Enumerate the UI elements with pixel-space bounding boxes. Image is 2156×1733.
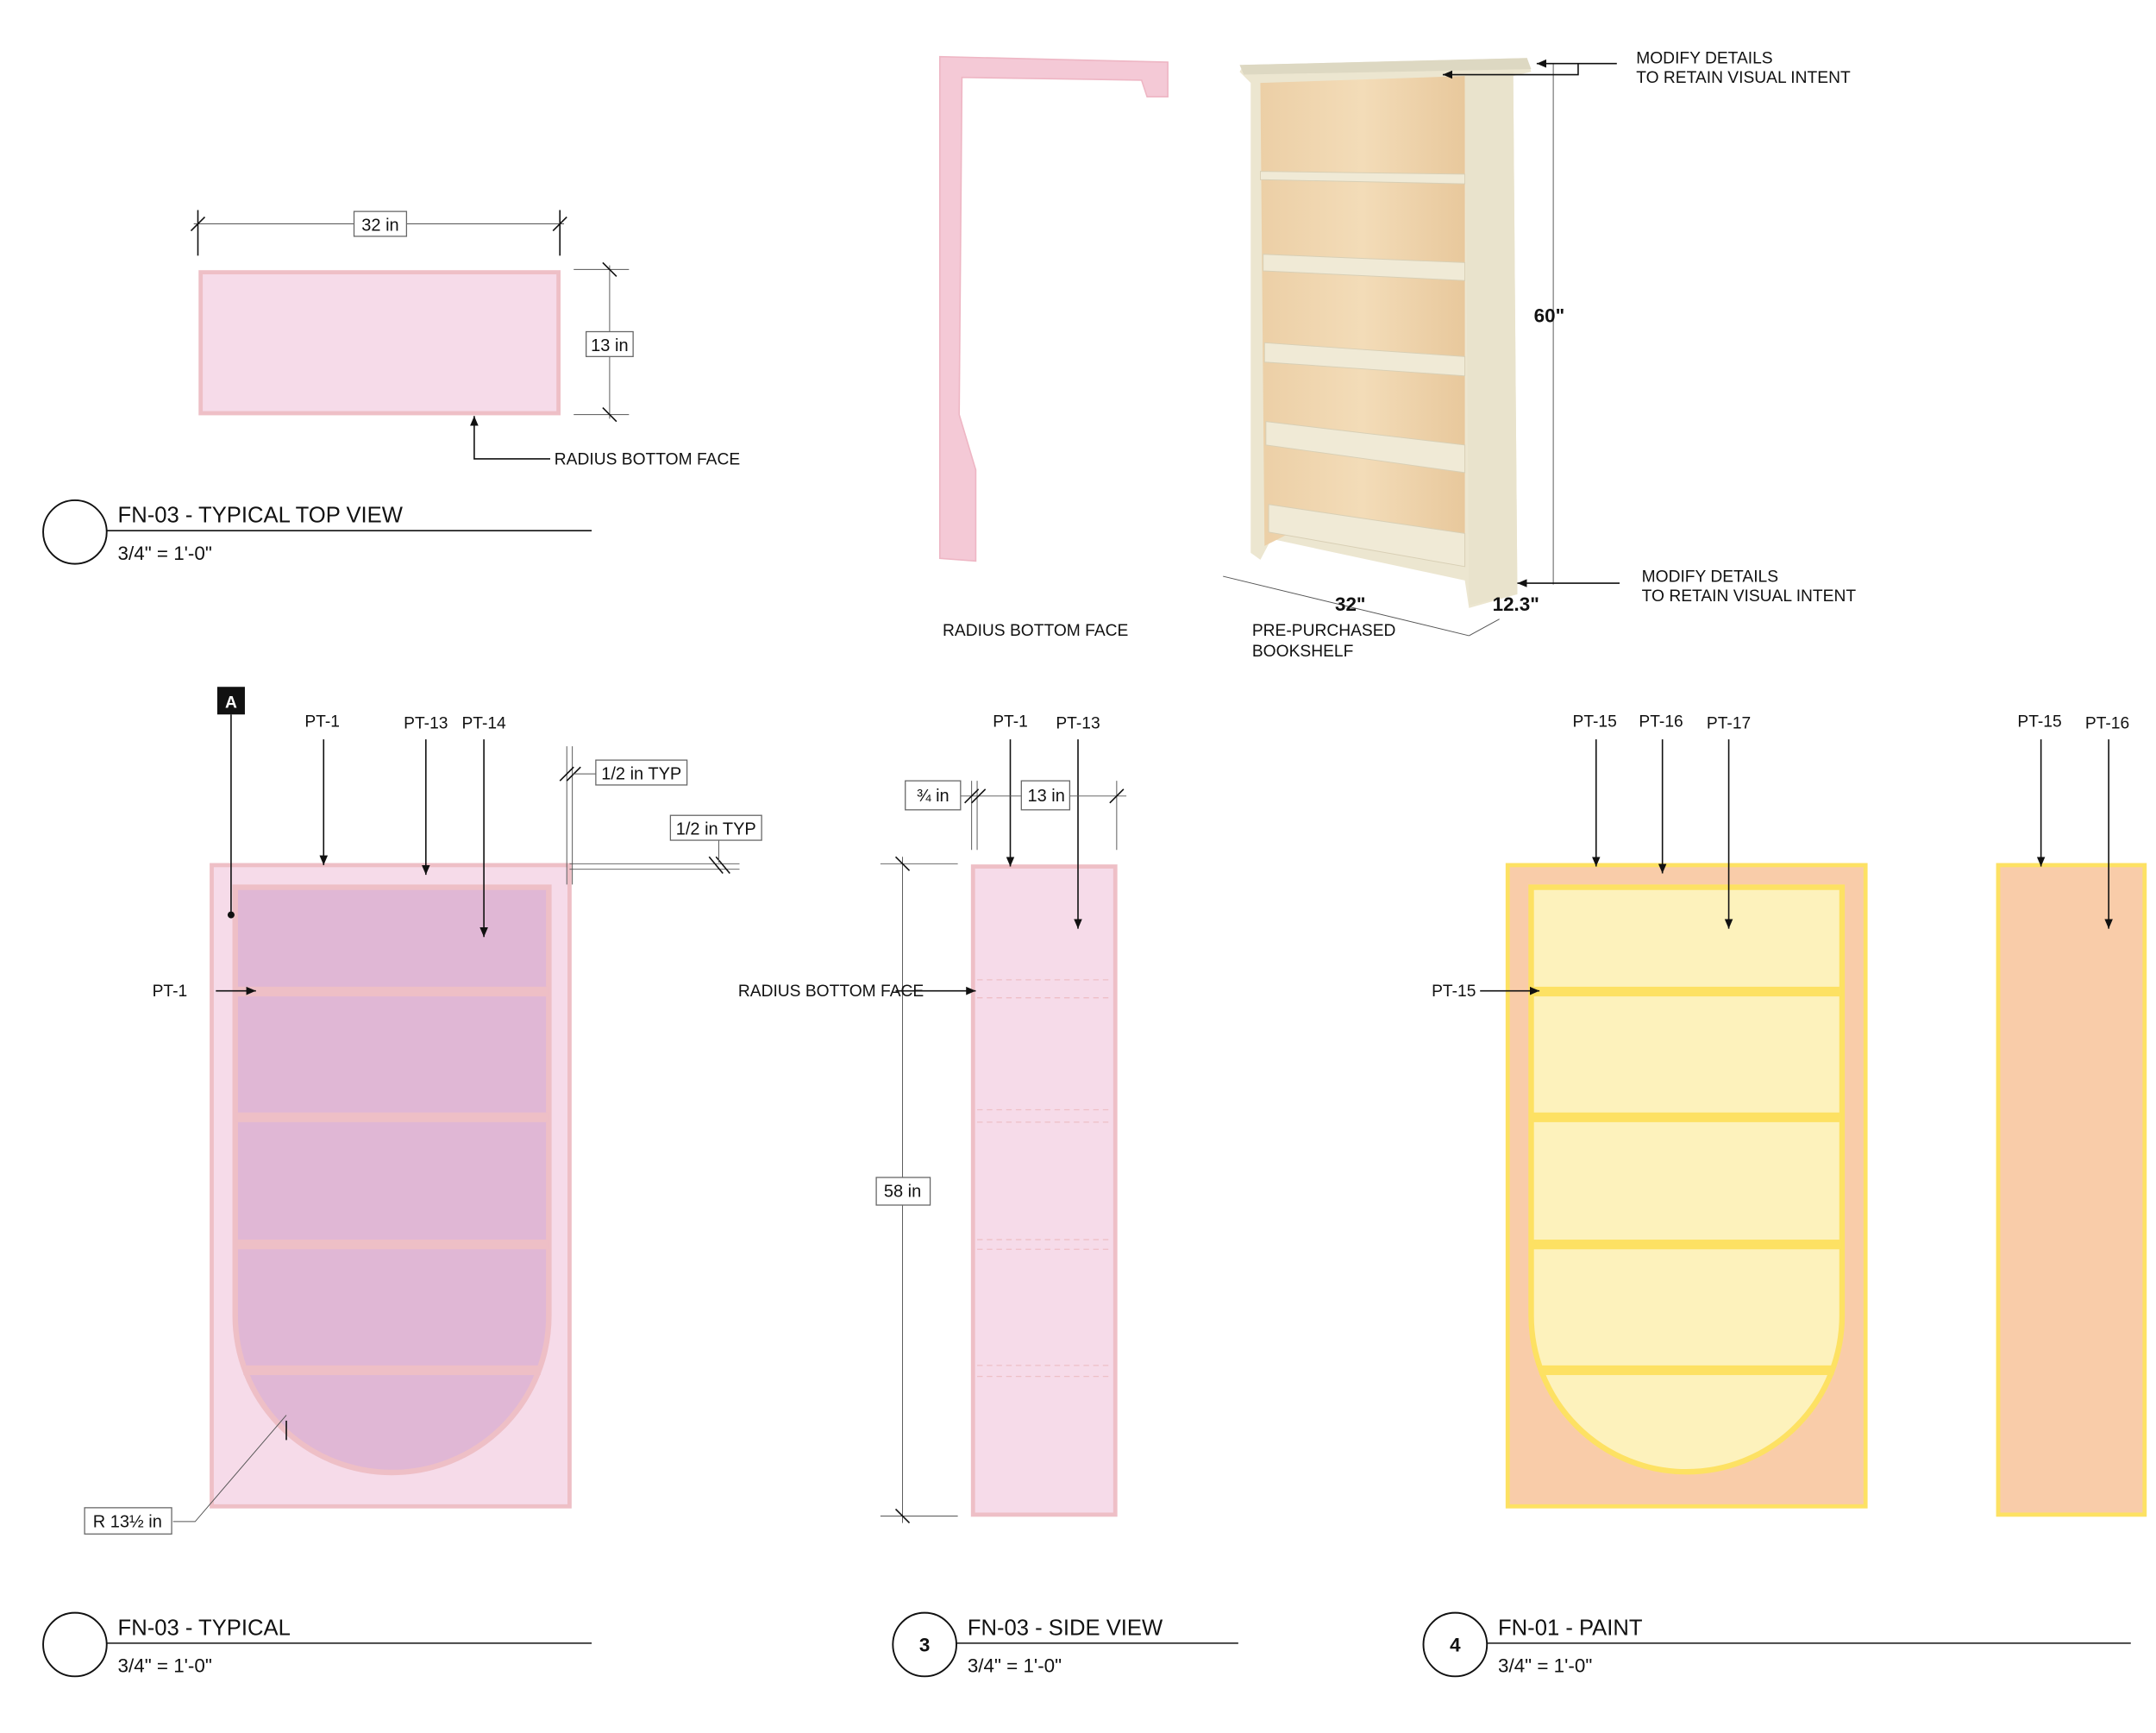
paint-tag-pt-16: PT-16 xyxy=(1639,713,1683,732)
top-view: 32 in 13 in RADIUS BOTTOM FACE FN-03 - T… xyxy=(42,210,740,565)
tag-pt-14: PT-14 xyxy=(461,714,506,732)
profile-label: RADIUS BOTTOM FACE xyxy=(943,622,1128,640)
note-bottom-line1: MODIFY DETAILS xyxy=(1642,568,1778,586)
paint-title: FN-01 - PAINT xyxy=(1498,1616,1643,1640)
thickness-dim: ¾ in xyxy=(917,787,950,806)
side-view-title: FN-03 - SIDE VIEW xyxy=(968,1616,1163,1640)
section-tag: A xyxy=(225,694,237,712)
side-view: PT-1 PT-13 ¾ in 13 in 58 in RADIUS BOTTO… xyxy=(738,713,1238,1678)
photo-depth-dim: 12.3" xyxy=(1493,593,1539,615)
paint-inner-arch xyxy=(1528,884,1846,1475)
top-view-panel xyxy=(198,270,561,416)
top-view-scale: 3/4" = 1'-0" xyxy=(118,543,212,564)
paint-scale: 3/4" = 1'-0" xyxy=(1498,1655,1592,1677)
paint-tag-pt-15: PT-15 xyxy=(1573,713,1617,732)
top-width-dim: 32 in xyxy=(361,217,398,235)
side-depth-dim: 13 in xyxy=(1027,787,1064,806)
note-top-line1: MODIFY DETAILS xyxy=(1636,50,1772,68)
tag-pt-13: PT-13 xyxy=(404,714,448,732)
side-height-dim: 58 in xyxy=(884,1182,921,1201)
typical-scale: 3/4" = 1'-0" xyxy=(118,1655,212,1677)
typical-title: FN-03 - TYPICAL xyxy=(118,1616,291,1640)
view-number-circle xyxy=(42,499,108,565)
side-panel xyxy=(970,864,1118,1517)
top-view-note: RADIUS BOTTOM FACE xyxy=(555,450,740,468)
typ-dim-2: 1/2 in TYP xyxy=(676,820,756,839)
photo-label-line1: PRE-PURCHASED xyxy=(1252,622,1396,640)
paint-tag-pt-17: PT-17 xyxy=(1707,714,1751,732)
photo-label-line2: BOOKSHELF xyxy=(1252,643,1353,661)
front-inner-arch xyxy=(232,884,552,1476)
side-tag-pt-13: PT-13 xyxy=(1056,714,1100,732)
side-tag-pt-1: PT-1 xyxy=(153,983,188,1001)
note-bottom-line2: TO RETAIN VISUAL INTENT xyxy=(1642,587,1857,606)
paint-side-tag: PT-15 xyxy=(1432,983,1476,1001)
photo-width-dim: 32" xyxy=(1335,593,1366,615)
bookshelf-photo: 32" 12.3" 60" xyxy=(1223,58,1565,637)
side-note: RADIUS BOTTOM FACE xyxy=(738,983,924,1001)
reference-images: RADIUS BOTTOM FACE 32" 12.3" 60" PRE-PUR… xyxy=(938,50,1857,661)
side-view-scale: 3/4" = 1'-0" xyxy=(968,1655,1062,1677)
side-tag-pt-1: PT-1 xyxy=(993,713,1028,732)
typ-dim-1: 1/2 in TYP xyxy=(601,765,681,784)
photo-height-dim: 60" xyxy=(1534,305,1565,326)
side-view-number: 3 xyxy=(919,1634,930,1655)
side-panel-tag-pt-16: PT-16 xyxy=(2085,714,2129,732)
top-depth-dim: 13 in xyxy=(591,336,628,355)
paint-view: PT-15 PT-16 PT-17 PT-15 PT-15 PT-16 4 FN… xyxy=(1422,713,2147,1678)
radius-profile-image xyxy=(938,55,1169,562)
typical-front-view: A PT-1 PT-13 PT-14 PT-1 1/2 in TYP 1/2 i… xyxy=(42,687,762,1678)
top-view-title: FN-03 - TYPICAL TOP VIEW xyxy=(118,504,404,528)
paint-side-panel xyxy=(1996,863,2147,1517)
tag-pt-1: PT-1 xyxy=(304,713,340,732)
side-panel-tag-pt-15: PT-15 xyxy=(2017,713,2061,732)
note-top-line2: TO RETAIN VISUAL INTENT xyxy=(1636,69,1851,87)
radius-dim: R 13½ in xyxy=(93,1512,162,1531)
paint-view-number: 4 xyxy=(1450,1634,1461,1655)
